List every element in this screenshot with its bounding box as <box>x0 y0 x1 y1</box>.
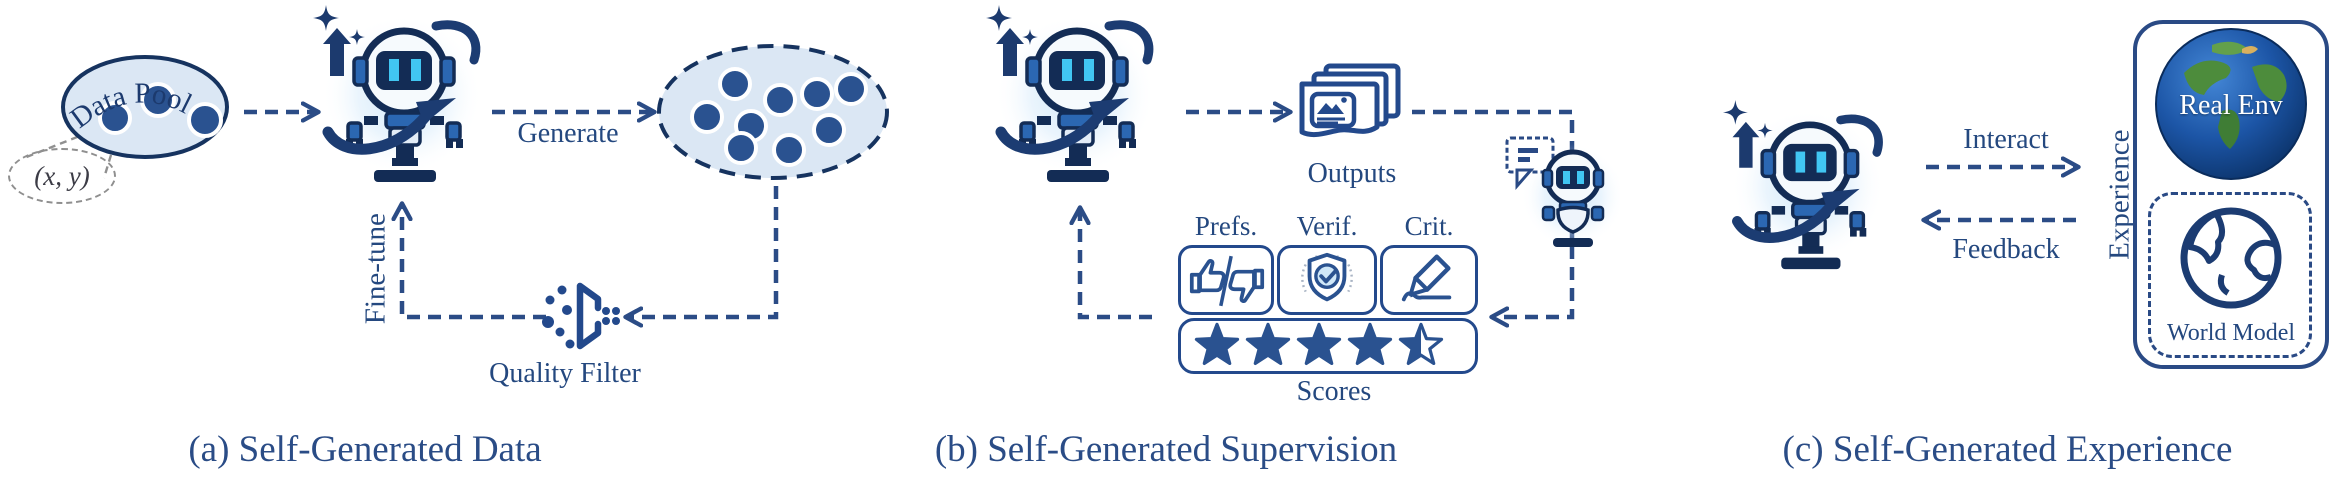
gen-dot <box>834 72 868 106</box>
arrow-scores-to-robot <box>1080 210 1152 320</box>
pencil-icon <box>1401 254 1452 302</box>
gen-dot <box>800 77 834 111</box>
data-pool-ellipse: Data Pool <box>61 55 229 159</box>
arrow-ellipse-to-filter <box>628 186 779 317</box>
robot-a <box>312 0 492 188</box>
shield-check-icon <box>1301 252 1353 302</box>
gen-dot <box>690 100 724 134</box>
world-model-globe-icon <box>2176 203 2286 313</box>
gen-dot <box>724 131 758 165</box>
caption-a: (a) Self-Generated Data <box>188 429 542 470</box>
star-icon <box>1398 322 1444 366</box>
arrow-finetune <box>402 206 546 320</box>
quality-filter-icon <box>542 282 620 350</box>
robot-judge <box>1505 126 1620 271</box>
experience-label: Experience <box>2103 129 2136 260</box>
xy-sample-ellipse: (x, y) <box>8 148 116 204</box>
crit-label: Crit. <box>1404 211 1454 241</box>
gen-dot <box>718 67 752 101</box>
gen-dot <box>772 133 806 167</box>
fine-tune-label: Fine-tune <box>359 213 392 325</box>
outputs-icon <box>1299 63 1401 138</box>
star-icon <box>1245 322 1291 366</box>
feedback-label: Feedback <box>1952 234 2060 265</box>
verif-label: Verif. <box>1296 211 1358 241</box>
star-icon <box>1296 322 1342 366</box>
world-model-label: World Model <box>2166 320 2296 346</box>
scores-label: Scores <box>1296 376 1372 407</box>
star-icon <box>1194 322 1240 366</box>
pool-dot <box>98 101 132 135</box>
caption-b: (b) Self-Generated Supervision <box>934 429 1398 470</box>
pool-dot <box>187 102 223 138</box>
generated-data-ellipse <box>657 44 889 180</box>
gen-dot <box>763 83 797 117</box>
prefs-label: Prefs. <box>1194 211 1258 241</box>
gen-dot <box>812 113 846 147</box>
star-rating <box>1194 322 1444 366</box>
quality-filter-label: Quality Filter <box>489 358 641 389</box>
outputs-label: Outputs <box>1307 158 1397 189</box>
robot-b <box>985 0 1165 188</box>
caption-c: (c) Self-Generated Experience <box>1782 429 2233 470</box>
interact-label: Interact <box>1963 124 2049 155</box>
generate-label: Generate <box>517 118 619 149</box>
robot-c <box>1722 95 1894 275</box>
crit-box <box>1380 245 1478 315</box>
star-icon <box>1347 322 1393 366</box>
thumbs-up-down-icon <box>1189 255 1265 307</box>
pool-dot <box>140 82 176 118</box>
xy-label: (x, y) <box>34 160 90 191</box>
real-env-label: Real Env <box>2179 90 2283 121</box>
